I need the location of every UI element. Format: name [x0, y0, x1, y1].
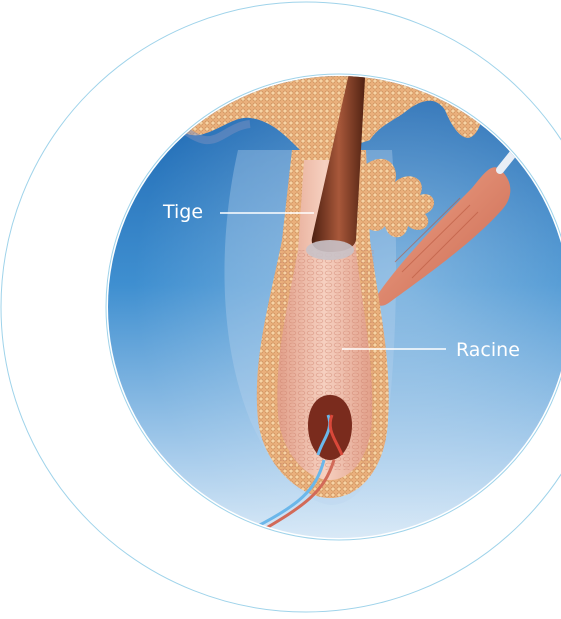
- racine-label: Racine: [456, 341, 520, 360]
- illustration: [100, 60, 561, 560]
- tige-label: Tige: [163, 203, 203, 222]
